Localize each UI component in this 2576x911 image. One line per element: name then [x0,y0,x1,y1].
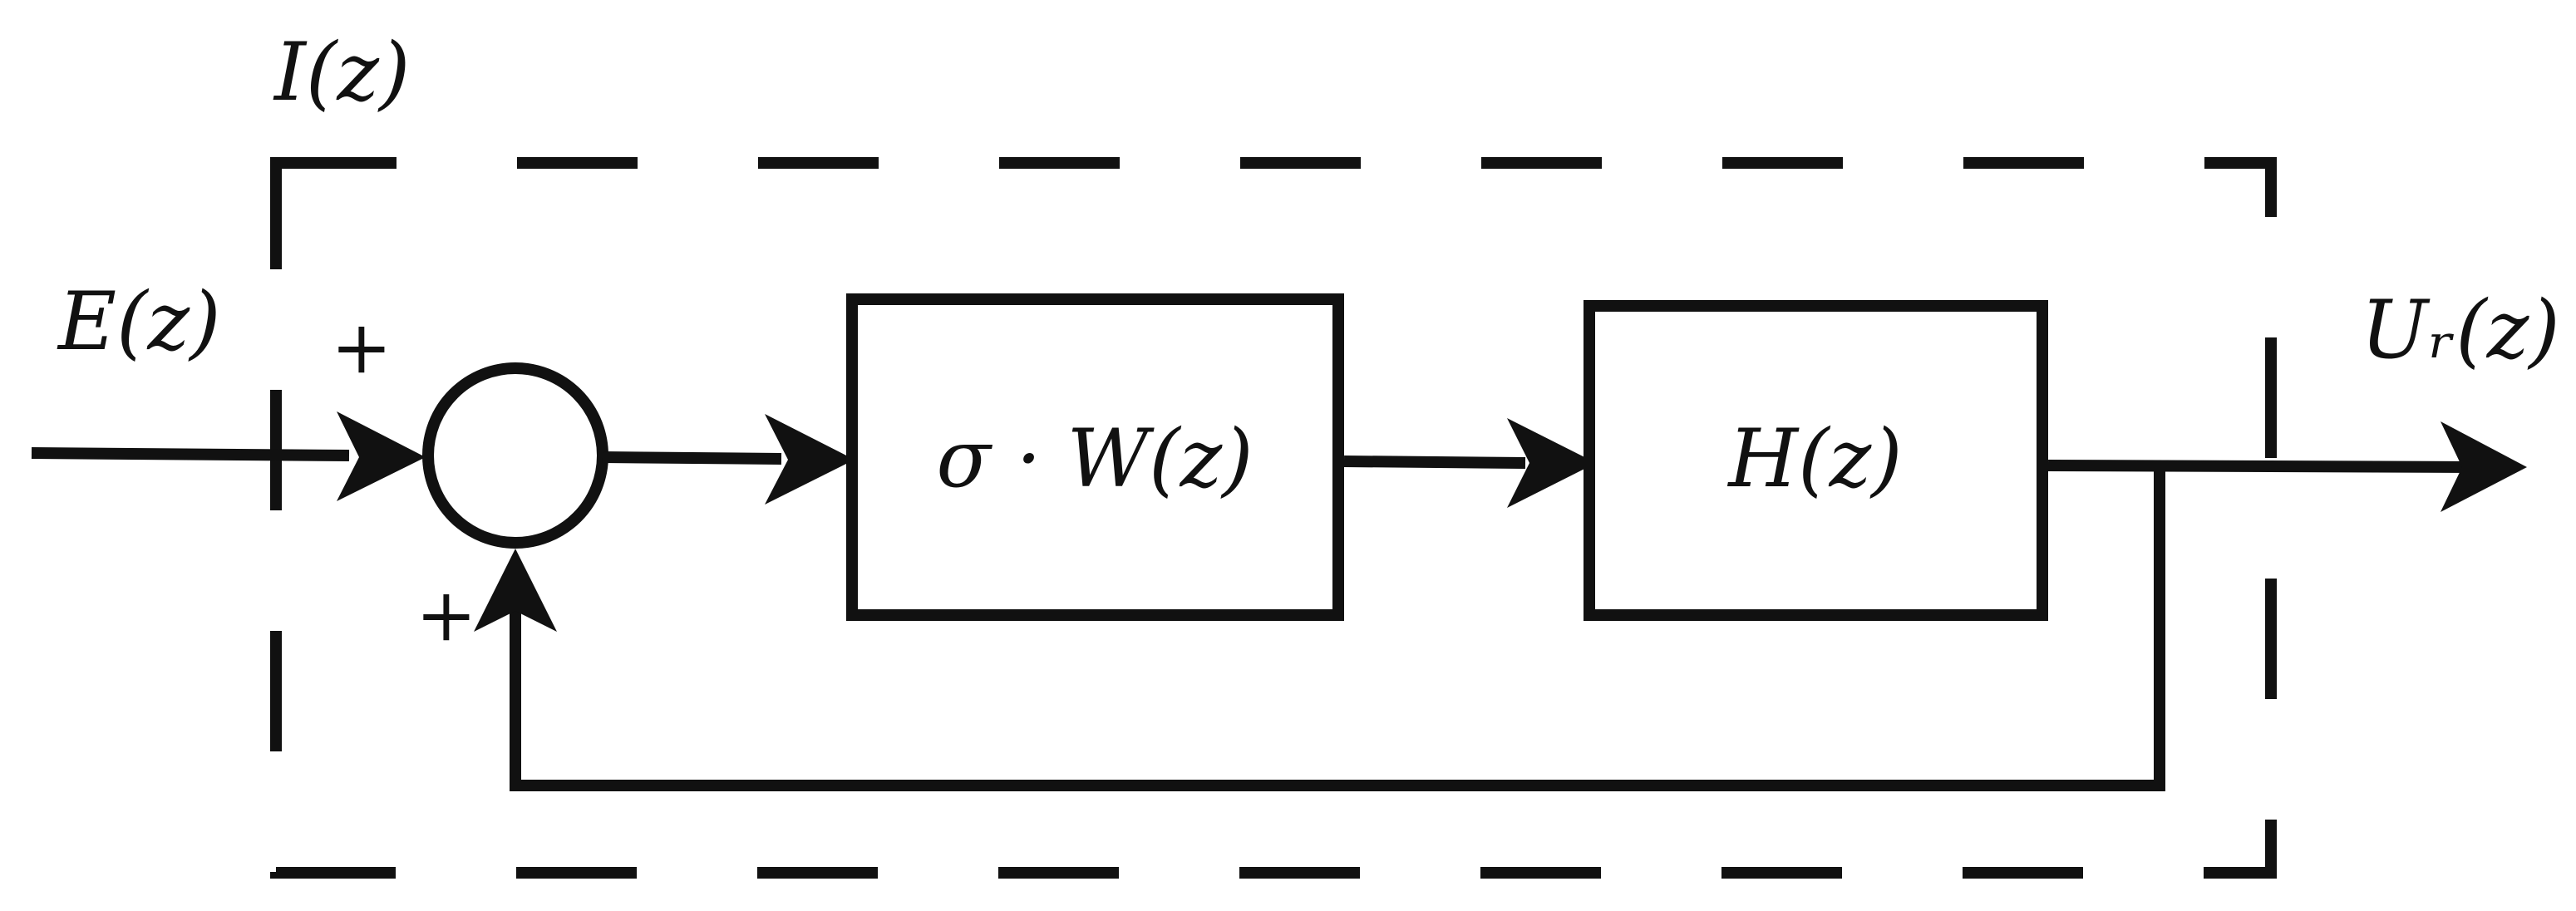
subsystem-label: I(z) [273,26,410,119]
input-signal-line [31,447,350,461]
input-arrowhead [337,411,426,501]
input-plus-sign: + [331,304,392,390]
output-arrowhead [2441,421,2527,512]
w-to-h-line [1343,456,1526,469]
sum-to-w-arrowhead [765,414,855,505]
summing-junction [422,362,608,549]
input-label: E(z) [57,275,221,368]
w-to-h-arrowhead [1507,418,1596,508]
feedback-arrowhead [474,549,557,632]
output-signal-line [2047,460,2474,473]
plant-block [1584,300,2048,621]
plant-block-label: H(z) [1726,412,1902,505]
feedback-path [510,465,2165,791]
controller-block-label: σ · W(z) [936,412,1253,505]
subsystem-boundary [270,157,2277,879]
output-label: Uᵣ(z) [2361,283,2560,377]
sum-to-w-line [602,451,782,465]
feedback-plus-sign: + [416,572,477,657]
controller-block [846,293,1344,621]
